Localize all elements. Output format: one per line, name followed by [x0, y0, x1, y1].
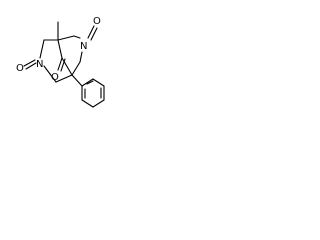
phenyl-inner-3	[86, 80, 94, 85]
bond-nr-cr2	[79, 51, 83, 63]
bond-nr-or-1	[87, 25, 95, 39]
bond-c1-cr1	[57, 35, 75, 41]
bond-c9-o-1	[57, 57, 63, 71]
bond-c5-ph	[71, 74, 83, 87]
atom-n-right: N	[80, 41, 87, 52]
atom-o-ketone: O	[51, 72, 59, 83]
bond-cr1-nr	[73, 35, 81, 39]
phenyl-bond-5	[92, 78, 105, 87]
phenyl-bond-2	[81, 99, 94, 108]
atom-n-left: N	[36, 59, 43, 70]
bond-nr-or-2	[90, 27, 98, 41]
bond-nl-cl2	[43, 65, 57, 83]
structure-canvas: N O N O O	[0, 0, 114, 120]
bond-cl1-nl	[39, 39, 45, 59]
phenyl-bond-3	[92, 99, 105, 108]
bond-c9-o-2	[60, 58, 66, 72]
chemical-structure: N O N O O	[16, 16, 105, 108]
bond-cl2-c5	[55, 74, 73, 83]
bond-nl-ol	[25, 62, 37, 70]
bond-c1-c9	[57, 39, 63, 59]
bond-c9-c5	[61, 57, 73, 76]
phenyl-bond-6	[81, 78, 94, 87]
bond-cr2-c5	[71, 61, 81, 76]
bond-nl-ol-2	[23, 59, 36, 67]
atom-o-right: O	[93, 16, 101, 27]
atom-o-left: O	[16, 63, 24, 74]
